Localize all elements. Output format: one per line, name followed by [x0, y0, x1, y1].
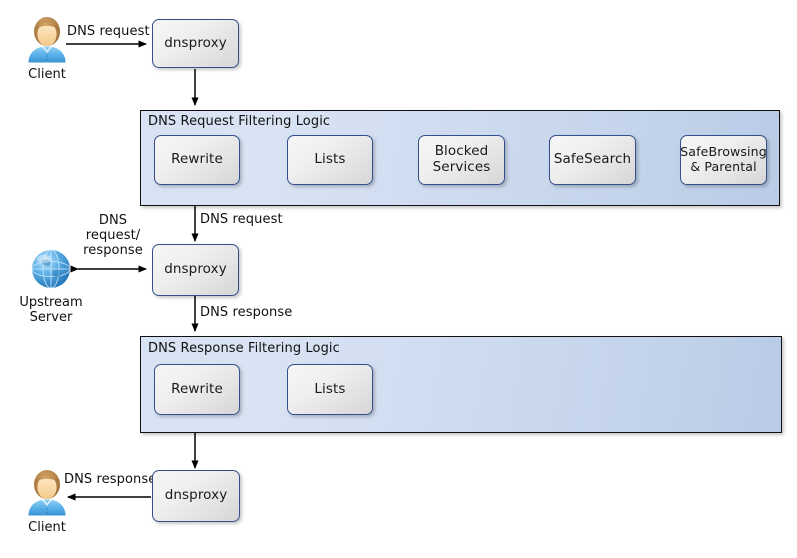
stage-safesearch[interactable]: SafeSearch: [549, 135, 636, 185]
edge-label-proxy-to-request-panel: DNS request: [200, 212, 283, 227]
edge-label-upstream-exchange: DNS request/ response: [83, 213, 143, 258]
actor-label-client-bottom: Client: [28, 520, 66, 535]
dnsproxy-node-middle-label: dnsproxy: [164, 261, 227, 278]
stage-lists-response[interactable]: Lists: [287, 364, 373, 415]
dnsproxy-node-middle[interactable]: dnsproxy: [152, 244, 239, 296]
stage-rewrite-response[interactable]: Rewrite: [154, 364, 240, 415]
stage-rewrite-label: Rewrite: [171, 151, 223, 168]
user-avatar-icon: [22, 14, 72, 66]
stage-safebrowsing-parental-label: SafeBrowsing & Parental: [680, 144, 767, 174]
actor-label-client-top: Client: [28, 67, 66, 82]
stage-blocked-services[interactable]: Blocked Services: [418, 135, 505, 185]
edge-label-proxy-to-response-panel: DNS response: [200, 305, 293, 320]
stage-lists-response-label: Lists: [314, 380, 346, 397]
stage-rewrite[interactable]: Rewrite: [154, 135, 240, 185]
stage-safesearch-label: SafeSearch: [553, 151, 632, 168]
actor-label-upstream-server: Upstream Server: [19, 295, 83, 325]
user-avatar-icon: [22, 467, 72, 519]
stage-rewrite-response-label: Rewrite: [171, 380, 223, 397]
stage-blocked-services-label: Blocked Services: [432, 143, 491, 175]
panel-title-response-filtering: DNS Response Filtering Logic: [148, 341, 340, 356]
stage-safebrowsing-parental[interactable]: SafeBrowsing & Parental: [680, 135, 767, 185]
dnsproxy-node-top-label: dnsproxy: [164, 34, 227, 51]
panel-response-filtering: [140, 336, 782, 433]
globe-icon: [26, 244, 76, 294]
edge-label-proxy-to-client: DNS response: [64, 472, 157, 487]
stage-lists[interactable]: Lists: [287, 135, 373, 185]
dnsproxy-node-bottom[interactable]: dnsproxy: [152, 470, 240, 522]
dnsproxy-node-top[interactable]: dnsproxy: [152, 19, 239, 68]
edge-label-client-to-proxy: DNS request: [67, 24, 150, 39]
panel-title-request-filtering: DNS Request Filtering Logic: [148, 114, 331, 129]
dnsproxy-node-bottom-label: dnsproxy: [164, 487, 228, 504]
stage-lists-label: Lists: [314, 151, 346, 168]
